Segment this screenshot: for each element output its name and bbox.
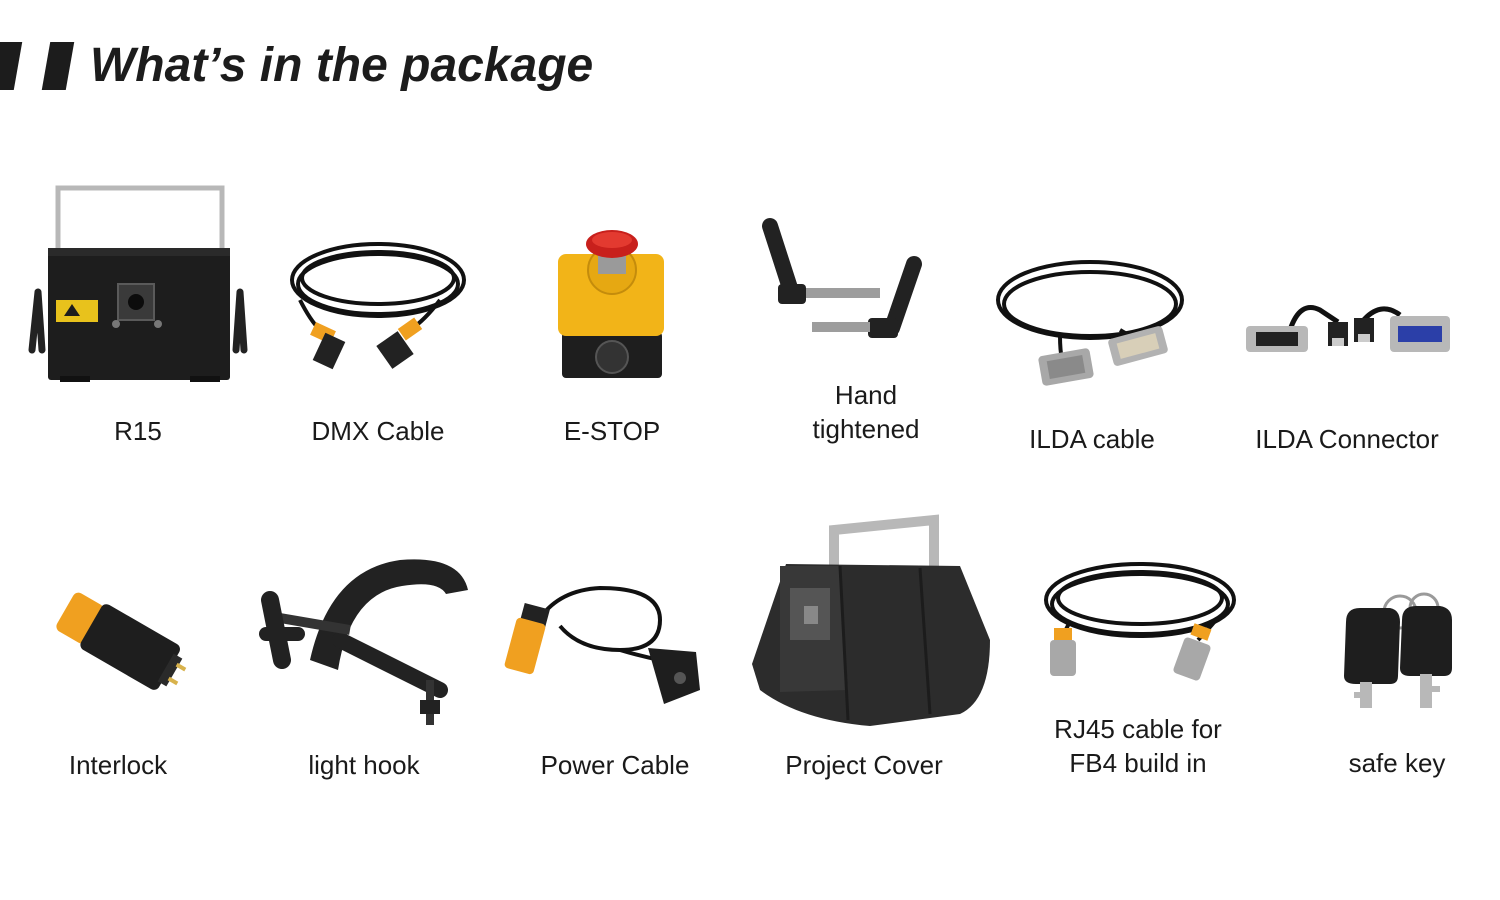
item-label: Project Cover — [785, 750, 943, 780]
item-label: light hook — [308, 750, 420, 780]
item-label: ILDA cable — [1029, 424, 1155, 454]
item-label: ILDA Connector — [1255, 424, 1439, 454]
item-label-line2: tightened — [812, 414, 920, 444]
item-label: DMX Cable — [311, 416, 445, 446]
item-label: E-STOP — [563, 416, 661, 446]
item-label: safe key — [1348, 748, 1446, 778]
item-label: Power Cable — [540, 750, 690, 780]
item-label-line1: Hand — [834, 380, 898, 410]
page-header: What’s in the package — [0, 38, 700, 94]
item-label-line1: RJ45 cable for — [1054, 714, 1222, 744]
item-label-line2: FB4 build in — [1069, 748, 1207, 778]
page-title: What’s in the package — [90, 39, 594, 92]
item-label: R15 — [114, 416, 162, 446]
item-label: Interlock — [68, 750, 168, 780]
